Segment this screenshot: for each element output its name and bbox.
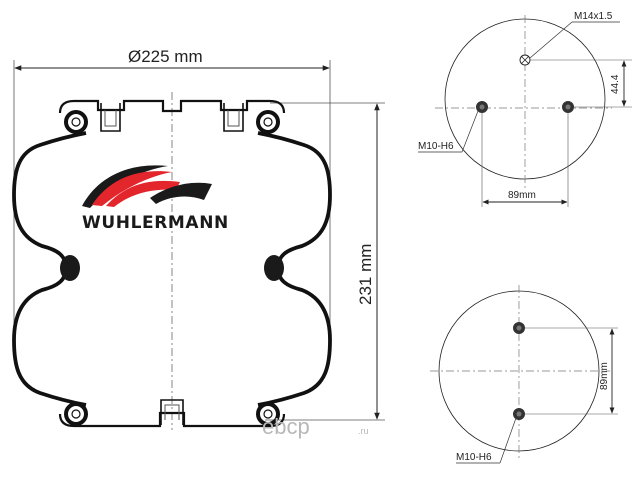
logo-swoosh-red-2 [106, 180, 180, 207]
watermark-suffix: .ru [358, 426, 369, 436]
brand-logo: WUHLERMANN [82, 165, 229, 233]
logo-swoosh-red-1 [92, 171, 172, 206]
girdle-ring-left [60, 255, 80, 281]
top-view-stud-left-core [479, 104, 485, 110]
top-view-stud-right-core [565, 104, 571, 110]
girdle-ring-right [264, 255, 284, 281]
logo-swoosh-dark-1 [82, 165, 168, 208]
watermark-text: ebcp [262, 414, 310, 439]
top-stud-left [100, 103, 121, 132]
offset-label: 44.4 [610, 74, 621, 94]
bottom-view-stud-bottom-core [516, 411, 522, 417]
air-spring-side-view: WUHLERMANN Ø225 mm 231 mm [12, 47, 385, 430]
bottom-bead-plate [58, 411, 286, 428]
height-label: 231 mm [356, 244, 375, 305]
bottom-stud-center [160, 399, 184, 425]
bottom-crimp-left [64, 402, 88, 426]
top-stud-left-inner [104, 110, 117, 127]
top-bead-plate [58, 99, 286, 114]
bottom-crimp-left-inner [71, 409, 81, 419]
top-crimp-left [64, 110, 88, 134]
thread-leader [529, 21, 573, 59]
top-spacing-label: 89mm [508, 190, 536, 201]
diameter-label: Ø225 mm [128, 47, 203, 66]
bottom-stud-leader [499, 417, 517, 464]
top-stud-label: M10-H6 [418, 141, 454, 152]
top-crimp-left-inner [71, 117, 81, 127]
bottom-crimp-right-inner [263, 409, 273, 419]
thread-label: M14x1.5 [574, 11, 613, 22]
air-inlet-cross-b [520, 55, 530, 65]
watermark: ebcp .ru [262, 414, 369, 439]
bottom-spacing-label: 89mm [599, 362, 610, 390]
bottom-view-stud-top-core [516, 325, 522, 331]
brand-name: WUHLERMANN [82, 213, 229, 233]
top-stud-leader [461, 110, 479, 153]
bottom-stud-center-inner [164, 404, 180, 420]
top-plate-view: M14x1.5 44.4 89mm M10-H6 [418, 11, 632, 207]
top-crimp-right [256, 110, 280, 134]
logo-swoosh-dark-2 [150, 182, 212, 204]
bottom-plate-view: 89mm M10-H6 [430, 285, 618, 464]
top-stud-right [223, 103, 244, 132]
bottom-crimp-right [256, 402, 280, 426]
top-crimp-right-inner [263, 117, 273, 127]
top-stud-right-inner [227, 110, 240, 127]
bottom-stud-label: M10-H6 [456, 452, 492, 463]
